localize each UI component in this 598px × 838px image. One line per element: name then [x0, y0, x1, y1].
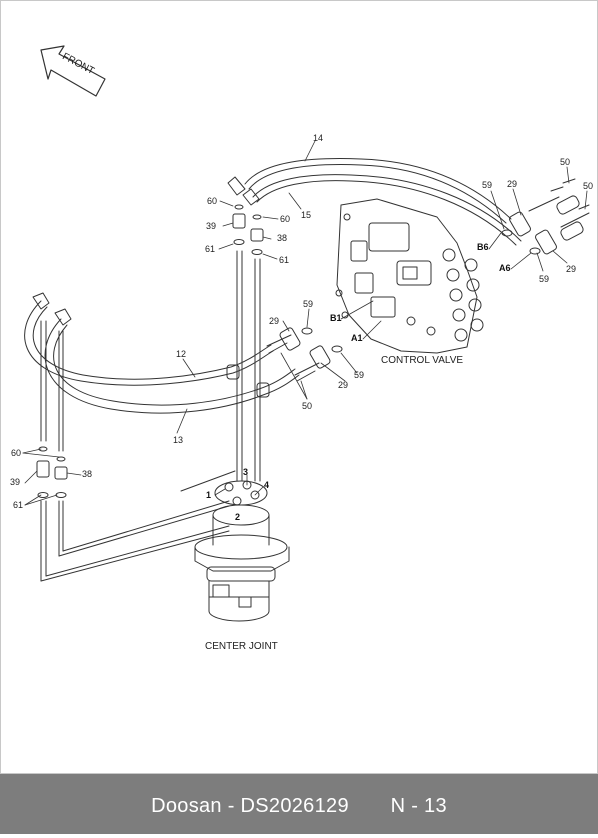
part-number: 59 [354, 370, 364, 380]
hose-14 [227, 158, 512, 224]
diagram-frame: FRONT [0, 0, 598, 774]
part-number: 39 [10, 477, 20, 487]
part-number: 60 [280, 214, 290, 224]
tube-vertical [236, 250, 261, 482]
port-label: 3 [243, 467, 248, 477]
tube-left [36, 320, 236, 582]
port-label: A6 [499, 263, 511, 273]
port-label: A1 [351, 333, 363, 343]
leader-lines [22, 140, 588, 506]
hose-12 [24, 300, 274, 386]
hose-15 [242, 174, 522, 246]
part-number: 61 [13, 500, 23, 510]
part-number: 59 [303, 299, 313, 309]
flange-top-right [501, 178, 590, 255]
part-number: 29 [566, 264, 576, 274]
front-label: FRONT [60, 51, 96, 77]
part-number: 50 [583, 181, 593, 191]
part-number: 29 [338, 380, 348, 390]
part-number: 38 [82, 469, 92, 479]
port-label: B6 [477, 242, 489, 252]
part-number: 50 [560, 157, 570, 167]
port-label: 2 [235, 512, 240, 522]
port-label: 4 [264, 480, 269, 490]
part-number: 29 [269, 316, 279, 326]
part-number: 14 [313, 133, 323, 143]
port-label: 1 [206, 490, 211, 500]
part-number: 60 [207, 196, 217, 206]
part-number: 13 [173, 435, 183, 445]
part-number: 59 [539, 274, 549, 284]
part-number: 29 [507, 179, 517, 189]
center-joint [194, 480, 290, 622]
part-number: 12 [176, 349, 186, 359]
footer-bar: Doosan - DS2026129 N - 13 [0, 774, 598, 834]
center-joint-label: CENTER JOINT [205, 641, 278, 652]
part-number: 15 [301, 210, 311, 220]
fitting-group-top [232, 204, 264, 255]
front-arrow-icon: FRONT [40, 45, 106, 97]
part-number: 61 [279, 255, 289, 265]
control-valve-label: CONTROL VALVE [381, 355, 463, 366]
part-number: 38 [277, 233, 287, 243]
footer-caption: Doosan - DS2026129 N - 13 [0, 774, 598, 834]
flange-mid [266, 327, 343, 382]
part-number: 61 [205, 244, 215, 254]
parts-diagram: FRONT [10, 45, 593, 652]
part-number: 59 [482, 180, 492, 190]
hose-end-left-b [54, 308, 72, 326]
hose-end-left-a [32, 292, 50, 310]
control-valve-body [335, 198, 484, 354]
hose-13 [44, 318, 300, 414]
footer-page-ref: N - 13 [390, 795, 447, 817]
part-number: 60 [11, 448, 21, 458]
port-label: B1 [330, 313, 342, 323]
part-number: 50 [302, 401, 312, 411]
footer-part-number: Doosan - DS2026129 [151, 795, 349, 817]
part-number: 39 [206, 221, 216, 231]
